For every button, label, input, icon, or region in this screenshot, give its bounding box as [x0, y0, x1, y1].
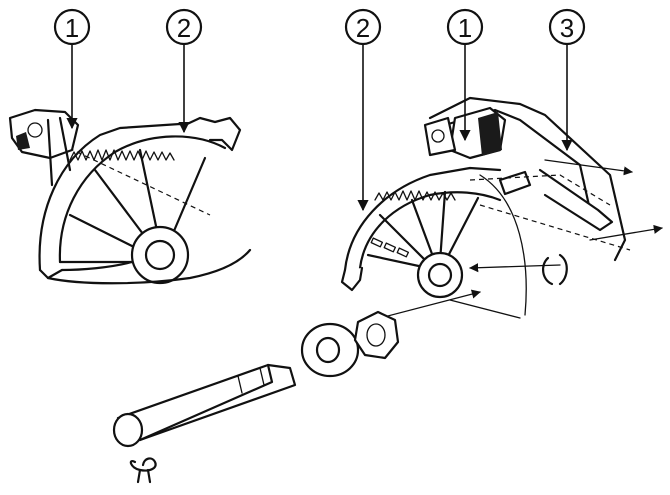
right-gear-slots — [370, 237, 410, 258]
wave-washer — [353, 310, 400, 360]
callout-right-3-label: 3 — [560, 13, 574, 43]
callout-left-1-label: 1 — [65, 13, 79, 43]
callout-right-1-label: 1 — [458, 13, 472, 43]
right-sector-gear-assembly — [340, 96, 631, 299]
callout-left-2-label: 2 — [177, 13, 191, 43]
callout-left-2: 2 — [165, 8, 203, 134]
callout-right-2: 2 — [344, 8, 382, 212]
pivot-shaft — [112, 363, 297, 448]
retaining-clip — [129, 457, 157, 484]
left-pawl — [8, 108, 80, 187]
left-sector-gear-assembly — [8, 108, 252, 285]
callout-right-1: 1 — [446, 8, 484, 142]
motion-arrows — [379, 159, 663, 319]
callout-right-2-label: 2 — [356, 13, 370, 43]
callout-left-1: 1 — [53, 8, 91, 130]
callout-right-3: 3 — [548, 8, 586, 152]
flat-washer — [300, 322, 360, 378]
left-gear-teeth — [69, 149, 175, 161]
